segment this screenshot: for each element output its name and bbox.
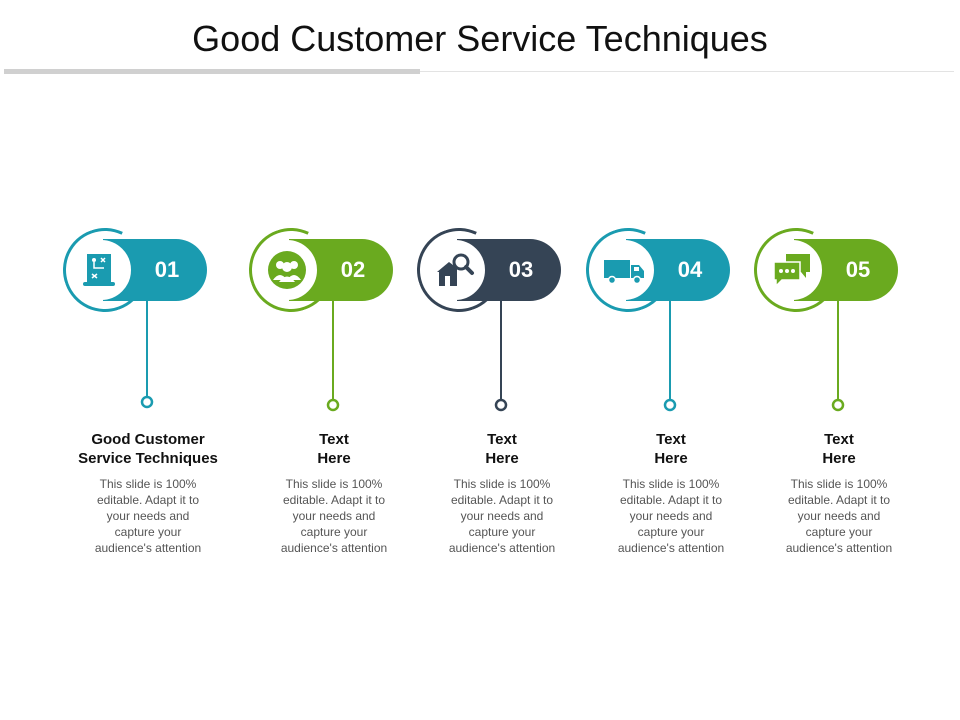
- house-search-icon: [431, 246, 479, 294]
- step-number: 05: [845, 257, 871, 282]
- step-description: This slide is 100%editable. Adapt it to …: [448, 477, 556, 555]
- chat-bubbles-icon: [768, 246, 816, 294]
- step-number: 04: [677, 257, 703, 282]
- step-connector: [326, 301, 340, 412]
- slide-title: Good Customer Service Techniques: [192, 18, 768, 59]
- step-icon-disc: [762, 240, 822, 300]
- step-description: This slide is 100%editable. Adapt it to …: [785, 477, 893, 555]
- delivery-truck-icon: [600, 246, 648, 294]
- step-connector: [831, 301, 845, 412]
- title-underline: [4, 71, 954, 72]
- flowchart-board-icon: [77, 246, 125, 294]
- step-connector: [494, 301, 508, 412]
- title-underline-accent: [4, 69, 420, 74]
- step-number: 03: [508, 257, 534, 282]
- user-group-icon: [263, 246, 311, 294]
- step-description: This slide is 100%editable. Adapt it to …: [280, 477, 388, 555]
- step-connector: [663, 301, 677, 412]
- step-connector: [140, 301, 154, 409]
- step-number: 01: [154, 257, 180, 282]
- step-number: 02: [340, 257, 366, 282]
- step-description: This slide is 100%editable. Adapt it to …: [617, 477, 725, 555]
- step-description: This slide is 100%editable. Adapt it to …: [94, 477, 202, 555]
